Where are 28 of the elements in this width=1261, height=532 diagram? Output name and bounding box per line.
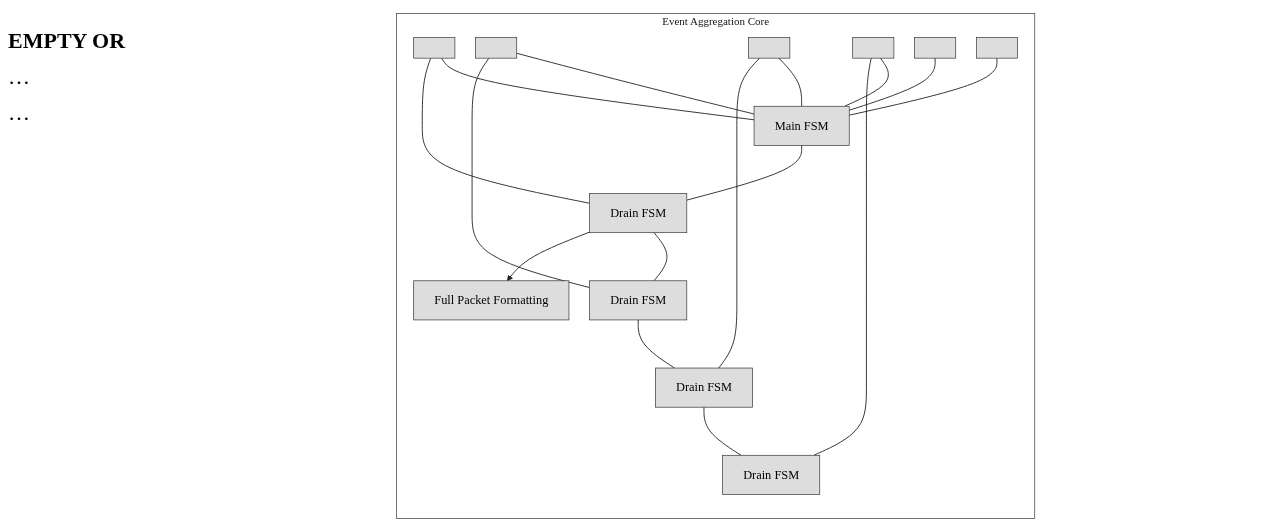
- connector: [718, 57, 760, 369]
- connector: [653, 232, 668, 282]
- node-box: [852, 37, 895, 59]
- node-box: [748, 37, 791, 59]
- node-box: [475, 37, 517, 59]
- node-box: [975, 37, 1018, 59]
- connector: [848, 57, 998, 116]
- connector: [686, 144, 802, 201]
- connector: [637, 319, 675, 369]
- ellipsis-label: …: [8, 64, 31, 90]
- node-box: Full Packet Formatting: [413, 280, 570, 321]
- connector: [440, 57, 755, 121]
- node-box: Drain FSM: [589, 193, 687, 234]
- node-box: Drain FSM: [589, 280, 687, 321]
- connector: [778, 57, 802, 107]
- connector: [421, 57, 590, 204]
- node-box: Drain FSM: [722, 454, 820, 495]
- connector: [844, 57, 889, 107]
- node-box: [413, 37, 456, 59]
- connector: [516, 52, 755, 115]
- connector: [813, 57, 872, 456]
- node-box: Drain FSM: [654, 367, 753, 408]
- connector: [848, 57, 936, 111]
- ellipsis-label: …: [8, 100, 31, 126]
- node-box: [914, 37, 956, 59]
- node-box: Main FSM: [753, 105, 850, 146]
- signal-label: EMPTY OR: [8, 28, 127, 54]
- connector: [703, 406, 742, 456]
